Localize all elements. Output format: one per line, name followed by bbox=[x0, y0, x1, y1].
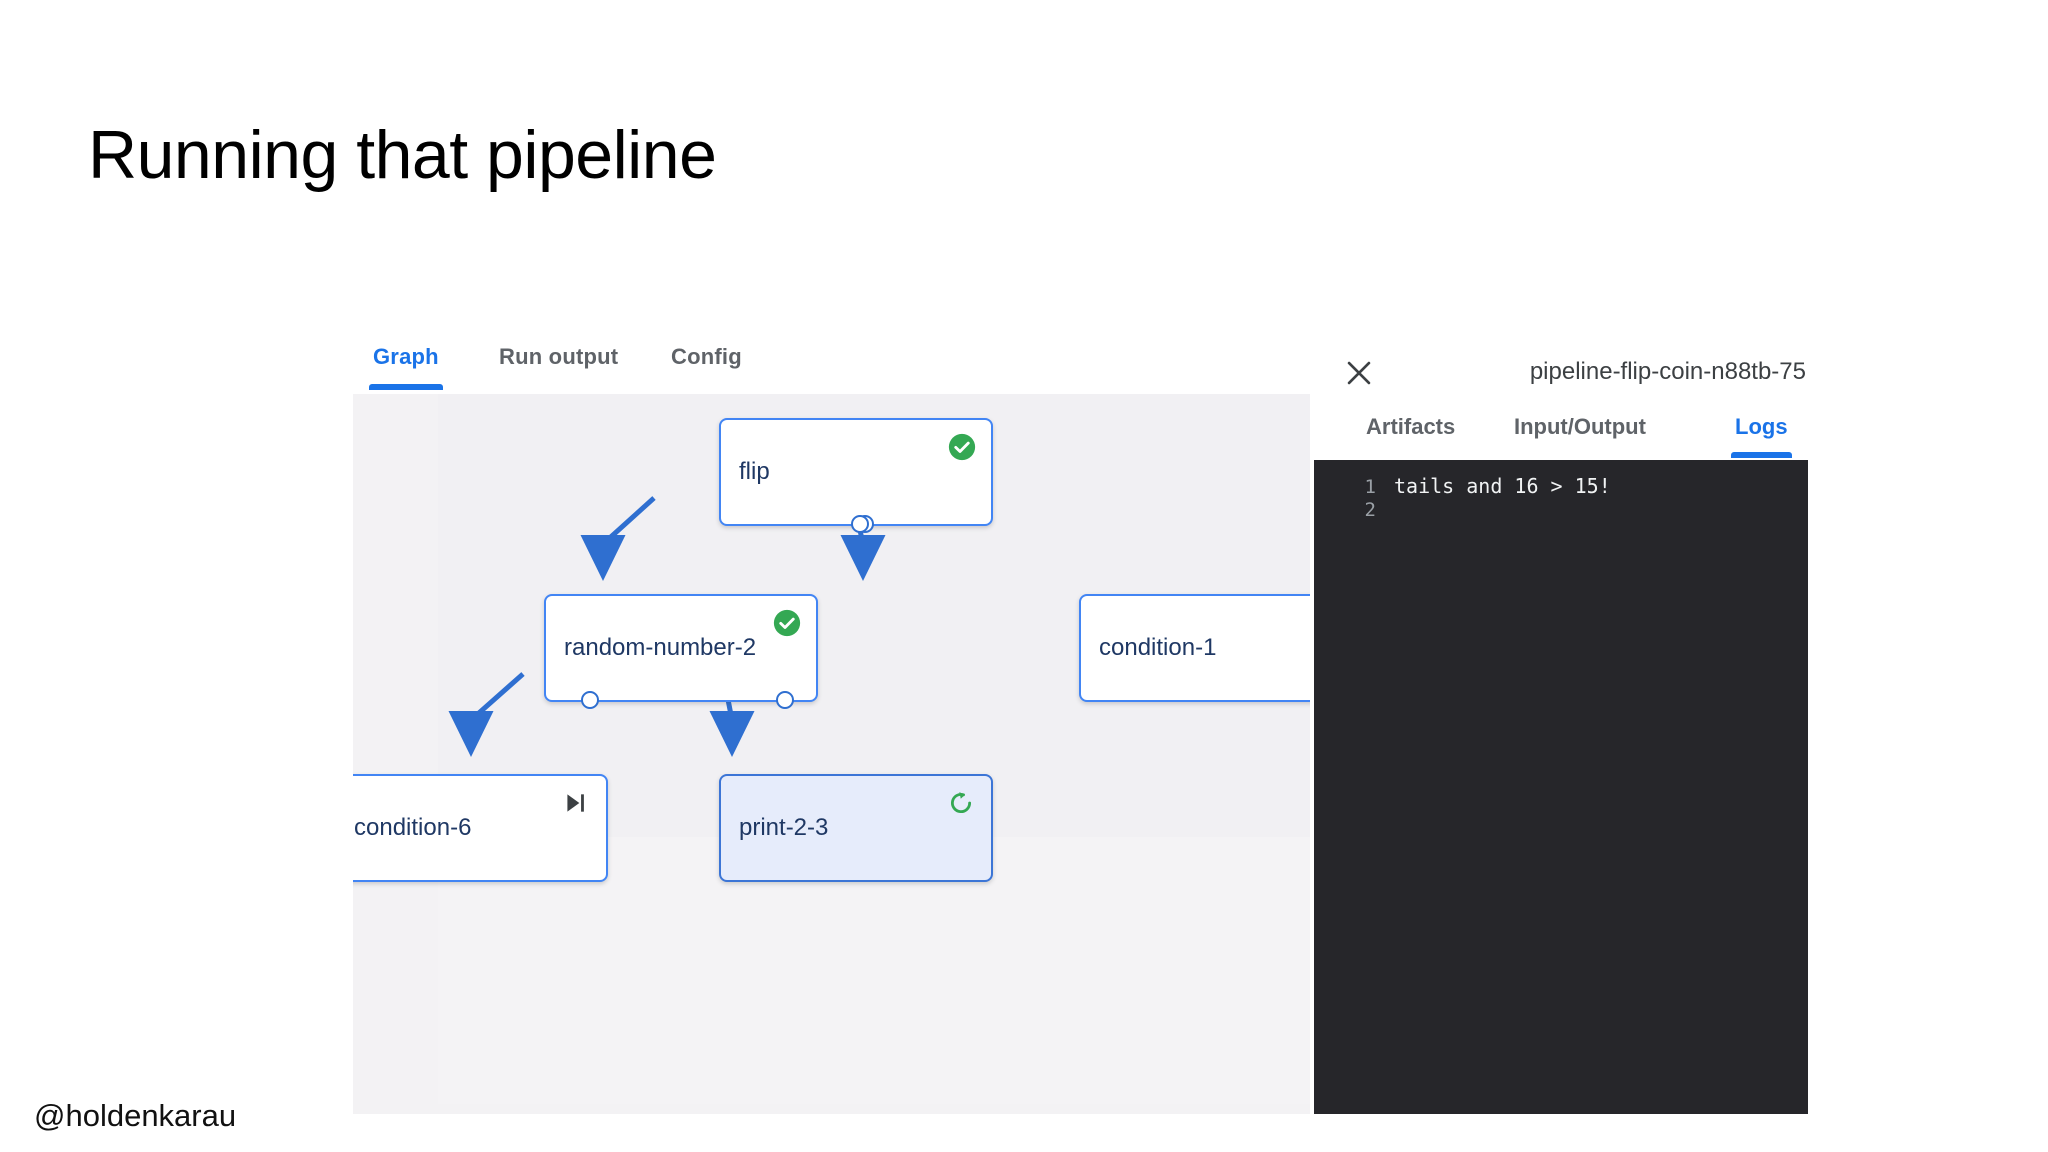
log-line-text: tails and 16 > 15! bbox=[1394, 474, 1611, 498]
check-circle-icon bbox=[947, 432, 977, 462]
graph-node-condition-1[interactable]: condition-1 bbox=[1079, 594, 1310, 702]
output-port[interactable] bbox=[581, 691, 599, 709]
side-panel-header: pipeline-flip-coin-n88tb-75 Artifacts In… bbox=[1314, 332, 1808, 460]
graph-node-random-number-2[interactable]: random-number-2 bbox=[544, 594, 818, 709]
log-viewer[interactable]: 1 tails and 16 > 15! 2 bbox=[1314, 460, 1808, 1114]
graph-node-label: condition-6 bbox=[354, 814, 472, 841]
panel-tab-logs[interactable]: Logs bbox=[1731, 414, 1792, 458]
output-port[interactable] bbox=[851, 515, 869, 533]
log-line-number: 2 bbox=[1364, 499, 1376, 521]
panel-tab-input-output[interactable]: Input/Output bbox=[1514, 414, 1646, 439]
log-line-number: 1 bbox=[1364, 476, 1376, 498]
refresh-circle-icon bbox=[947, 788, 977, 818]
tab-config[interactable]: Config bbox=[671, 344, 742, 369]
graph-node-condition-6[interactable]: condition-6 bbox=[353, 774, 608, 882]
side-panel-title: pipeline-flip-coin-n88tb-75 bbox=[1529, 358, 1806, 385]
tab-graph[interactable]: Graph bbox=[369, 344, 443, 390]
graph-node-print-2-3[interactable]: print-2-3 bbox=[719, 774, 993, 882]
graph-node-label: random-number-2 bbox=[564, 634, 757, 661]
check-circle-icon bbox=[772, 608, 802, 638]
panel-tab-artifacts[interactable]: Artifacts bbox=[1366, 414, 1456, 439]
pipeline-graph-canvas[interactable]: flip random-number-2 bbox=[353, 394, 1310, 1114]
kubeflow-run-screenshot: Graph Run output Config bbox=[353, 332, 1808, 1114]
slide-title: Running that pipeline bbox=[88, 117, 717, 193]
output-port[interactable] bbox=[776, 691, 794, 709]
tab-run-output[interactable]: Run output bbox=[499, 344, 619, 369]
close-icon[interactable] bbox=[1342, 356, 1376, 390]
graph-node-label: print-2-3 bbox=[739, 814, 829, 841]
graph-node-label: condition-1 bbox=[1099, 634, 1217, 661]
graph-node-label: flip bbox=[739, 458, 770, 485]
skip-next-icon bbox=[562, 788, 592, 818]
log-line: 2 bbox=[1314, 499, 1808, 524]
log-line: 1 tails and 16 > 15! bbox=[1314, 474, 1808, 499]
graph-node-flip[interactable]: flip bbox=[719, 418, 993, 533]
slide-handle: @holdenkarau bbox=[34, 1098, 237, 1133]
skip-next-icon bbox=[1307, 608, 1310, 638]
run-details-side-panel: pipeline-flip-coin-n88tb-75 Artifacts In… bbox=[1314, 332, 1808, 1114]
